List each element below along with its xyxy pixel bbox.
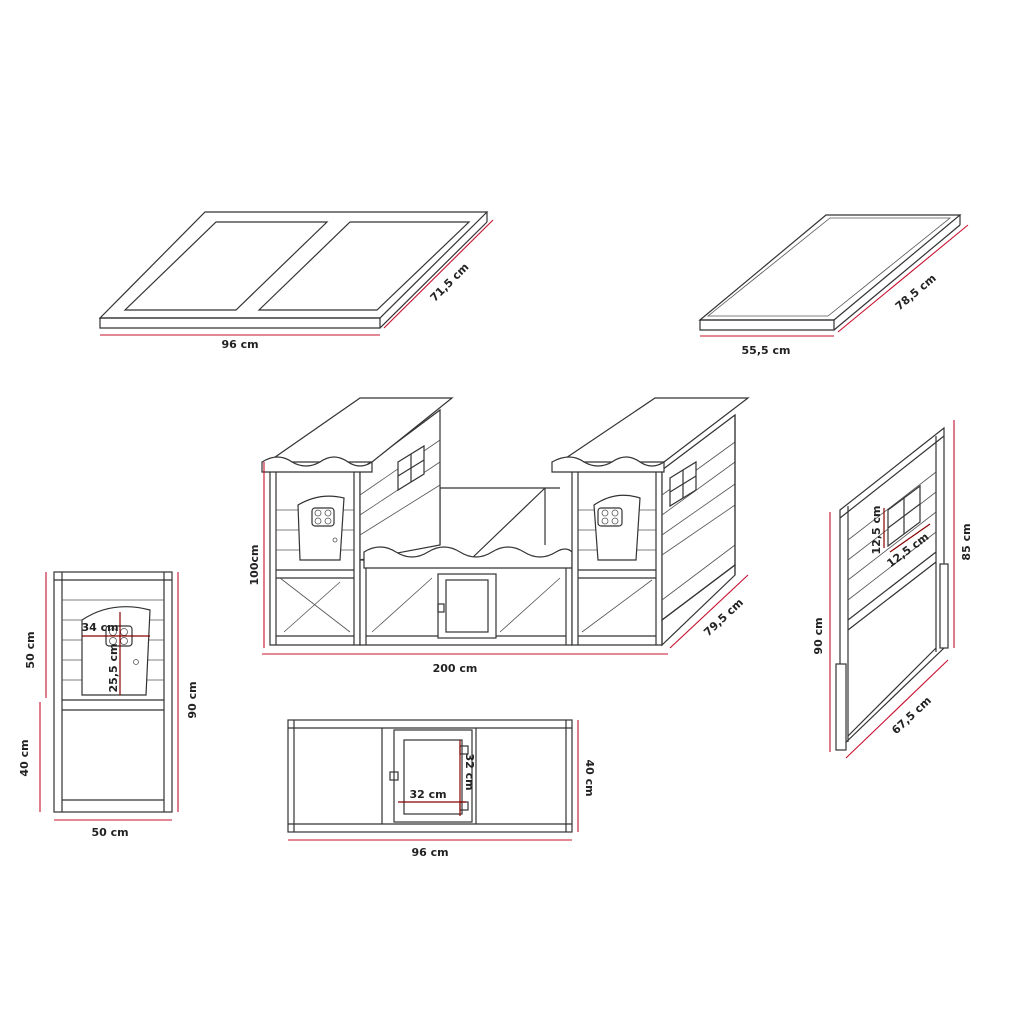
wall-panel-width-label: 67,5 cm	[889, 694, 934, 737]
center-run-door-latch-icon	[437, 603, 445, 613]
lid-frame-width-label: 96 cm	[221, 338, 258, 351]
lid-frame-left-opening	[123, 221, 329, 311]
right-house-door	[593, 494, 641, 561]
lid-frame-front-edge	[99, 317, 381, 329]
front-run-width-label: 96 cm	[411, 846, 448, 859]
front-run-height-label: 40 cm	[583, 759, 596, 796]
side-panel-bottom-label: 40 cm	[18, 739, 31, 776]
side-panel: 50 cm 40 cm 90 cm 50 cm 34 cm 25,5 cm	[18, 571, 199, 839]
left-house-door	[297, 495, 345, 561]
lid-frame: 96 cm 71,5 cm	[98, 211, 494, 351]
lid-frame-side-edge	[379, 221, 488, 329]
center-run-door	[437, 573, 497, 639]
front-run-door	[393, 729, 473, 823]
lid-frame-right-opening	[257, 221, 471, 311]
right-house-window-icon	[669, 460, 697, 508]
side-panel-door-height-label: 25,5 cm	[107, 644, 120, 693]
wall-panel-height-label: 85 cm	[960, 523, 973, 560]
side-panel-top-label: 50 cm	[24, 631, 37, 668]
side-panel-height-label: 90 cm	[186, 681, 199, 718]
roof-panel-depth-label: 78,5 cm	[893, 272, 939, 313]
wall-panel-left-height-label: 90 cm	[812, 617, 825, 654]
lid-frame-outer	[98, 211, 489, 319]
side-panel-door	[81, 606, 151, 696]
front-run-door-height-label: 32 cm	[463, 753, 476, 790]
front-run-door-latch-icon	[389, 771, 399, 781]
hutch-width-label: 200 cm	[433, 662, 478, 675]
wall-panel-window-height-label: 12,5 cm	[870, 506, 883, 555]
wall-panel-window-icon	[887, 484, 921, 548]
hutch-height-label: 100cm	[248, 545, 261, 586]
hutch-depth-label: 79,5 cm	[701, 596, 746, 639]
hutch-main: 100cm 200 cm 79,5 cm	[248, 397, 750, 675]
left-house-window-icon	[397, 444, 425, 492]
front-run-door-width-label: 32 cm	[409, 788, 446, 801]
right-house-door-window-icon	[597, 507, 623, 527]
roof-panel: 55,5 cm 78,5 cm	[698, 214, 969, 357]
left-house-door-window-icon	[311, 507, 335, 527]
roof-panel-front-edge	[699, 319, 835, 331]
roof-panel-top	[698, 214, 962, 321]
wall-panel: 12,5 cm 12,5 cm 85 cm 90 cm 67,5 cm	[812, 420, 973, 759]
roof-panel-width-label: 55,5 cm	[742, 344, 791, 357]
side-panel-width-label: 50 cm	[91, 826, 128, 839]
side-panel-door-width-label: 34 cm	[81, 621, 118, 634]
lid-frame-depth-label: 71,5 cm	[428, 261, 472, 305]
center-run-roofline	[363, 546, 573, 569]
front-run-panel: 96 cm 40 cm 32 cm 32 cm	[287, 719, 596, 859]
